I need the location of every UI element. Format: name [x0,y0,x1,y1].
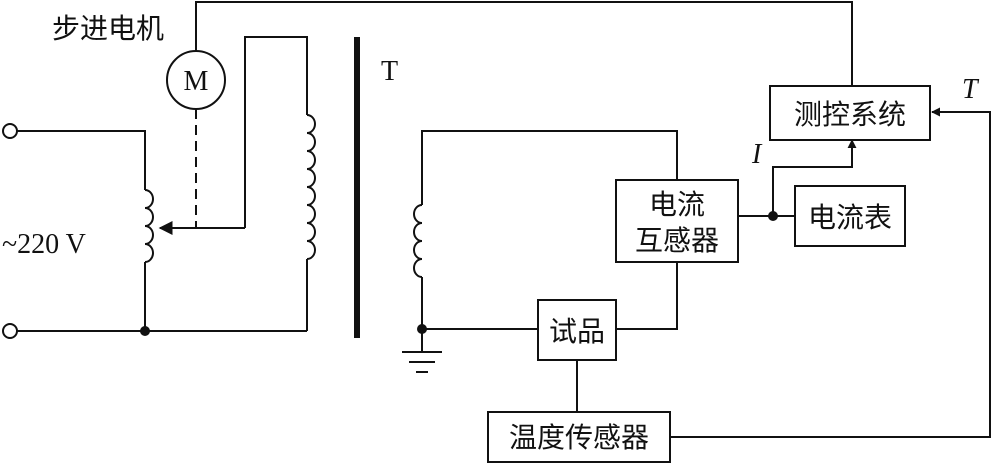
secondary-wire-top [421,130,678,205]
motor-to-control-wire [195,1,853,86]
ammeter-box [794,185,906,247]
input-wire-top [17,130,146,190]
current-transformer-label-2: 互感器 [635,224,719,257]
current-symbol: I [751,139,763,170]
current-signal-arrow [772,139,857,216]
temperature-sensor-label: 温度传感器 [509,421,649,454]
wiper-to-primary [244,36,308,228]
junction-dot-left [140,326,150,336]
transformer-label: T [381,56,398,87]
measure-control-label: 测控系统 [794,98,906,131]
ammeter-label: 电流表 [808,201,892,234]
primary-coil [306,114,316,260]
current-transformer-box [615,179,739,263]
voltage-label: ~220 V [2,229,86,260]
sample-to-ct-wire [616,262,678,330]
temperature-symbol: T [962,74,980,105]
measure-control-box [769,85,931,141]
input-terminal-top [2,123,18,139]
variac-coil [144,189,154,263]
motor-label: 步进电机 [52,12,164,45]
current-transformer-label-1: 电流 [649,188,705,221]
temperature-sensor-box [487,411,671,463]
secondary-coil [413,204,423,278]
temperature-signal-arrow [670,107,991,438]
motor-symbol: M [184,66,209,97]
sample-label: 试品 [549,315,605,348]
input-terminal-bottom [2,323,18,339]
